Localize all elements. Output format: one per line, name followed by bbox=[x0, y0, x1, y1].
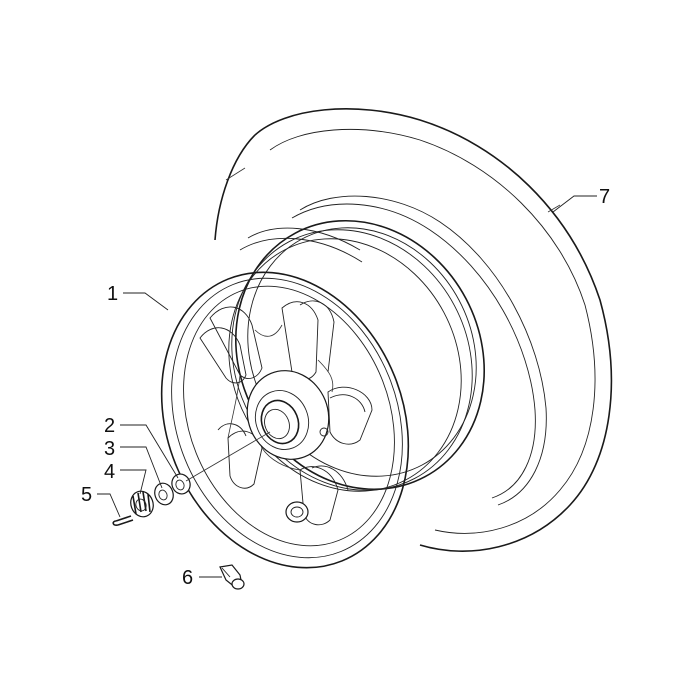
valve bbox=[219, 564, 245, 590]
nut bbox=[130, 490, 154, 518]
split-pin bbox=[112, 515, 134, 526]
valve-hole-boss bbox=[285, 501, 309, 523]
callout-6: 6 bbox=[182, 567, 193, 589]
leader-lines bbox=[97, 195, 597, 578]
spacer bbox=[154, 482, 174, 506]
axle-line bbox=[185, 431, 271, 482]
tyre bbox=[214, 108, 613, 552]
callout-labels: 1 2 3 4 5 6 7 bbox=[81, 186, 610, 589]
rim-spokes bbox=[199, 300, 373, 526]
callout-3: 3 bbox=[104, 438, 115, 460]
wheel-rim bbox=[160, 271, 410, 569]
washer bbox=[171, 473, 191, 495]
callout-2: 2 bbox=[104, 415, 115, 437]
callout-5: 5 bbox=[81, 484, 92, 506]
callout-7: 7 bbox=[599, 186, 610, 208]
callout-1: 1 bbox=[107, 283, 118, 305]
callout-4: 4 bbox=[104, 461, 115, 483]
rim-hub bbox=[246, 370, 330, 460]
rim-barrel bbox=[228, 219, 485, 492]
